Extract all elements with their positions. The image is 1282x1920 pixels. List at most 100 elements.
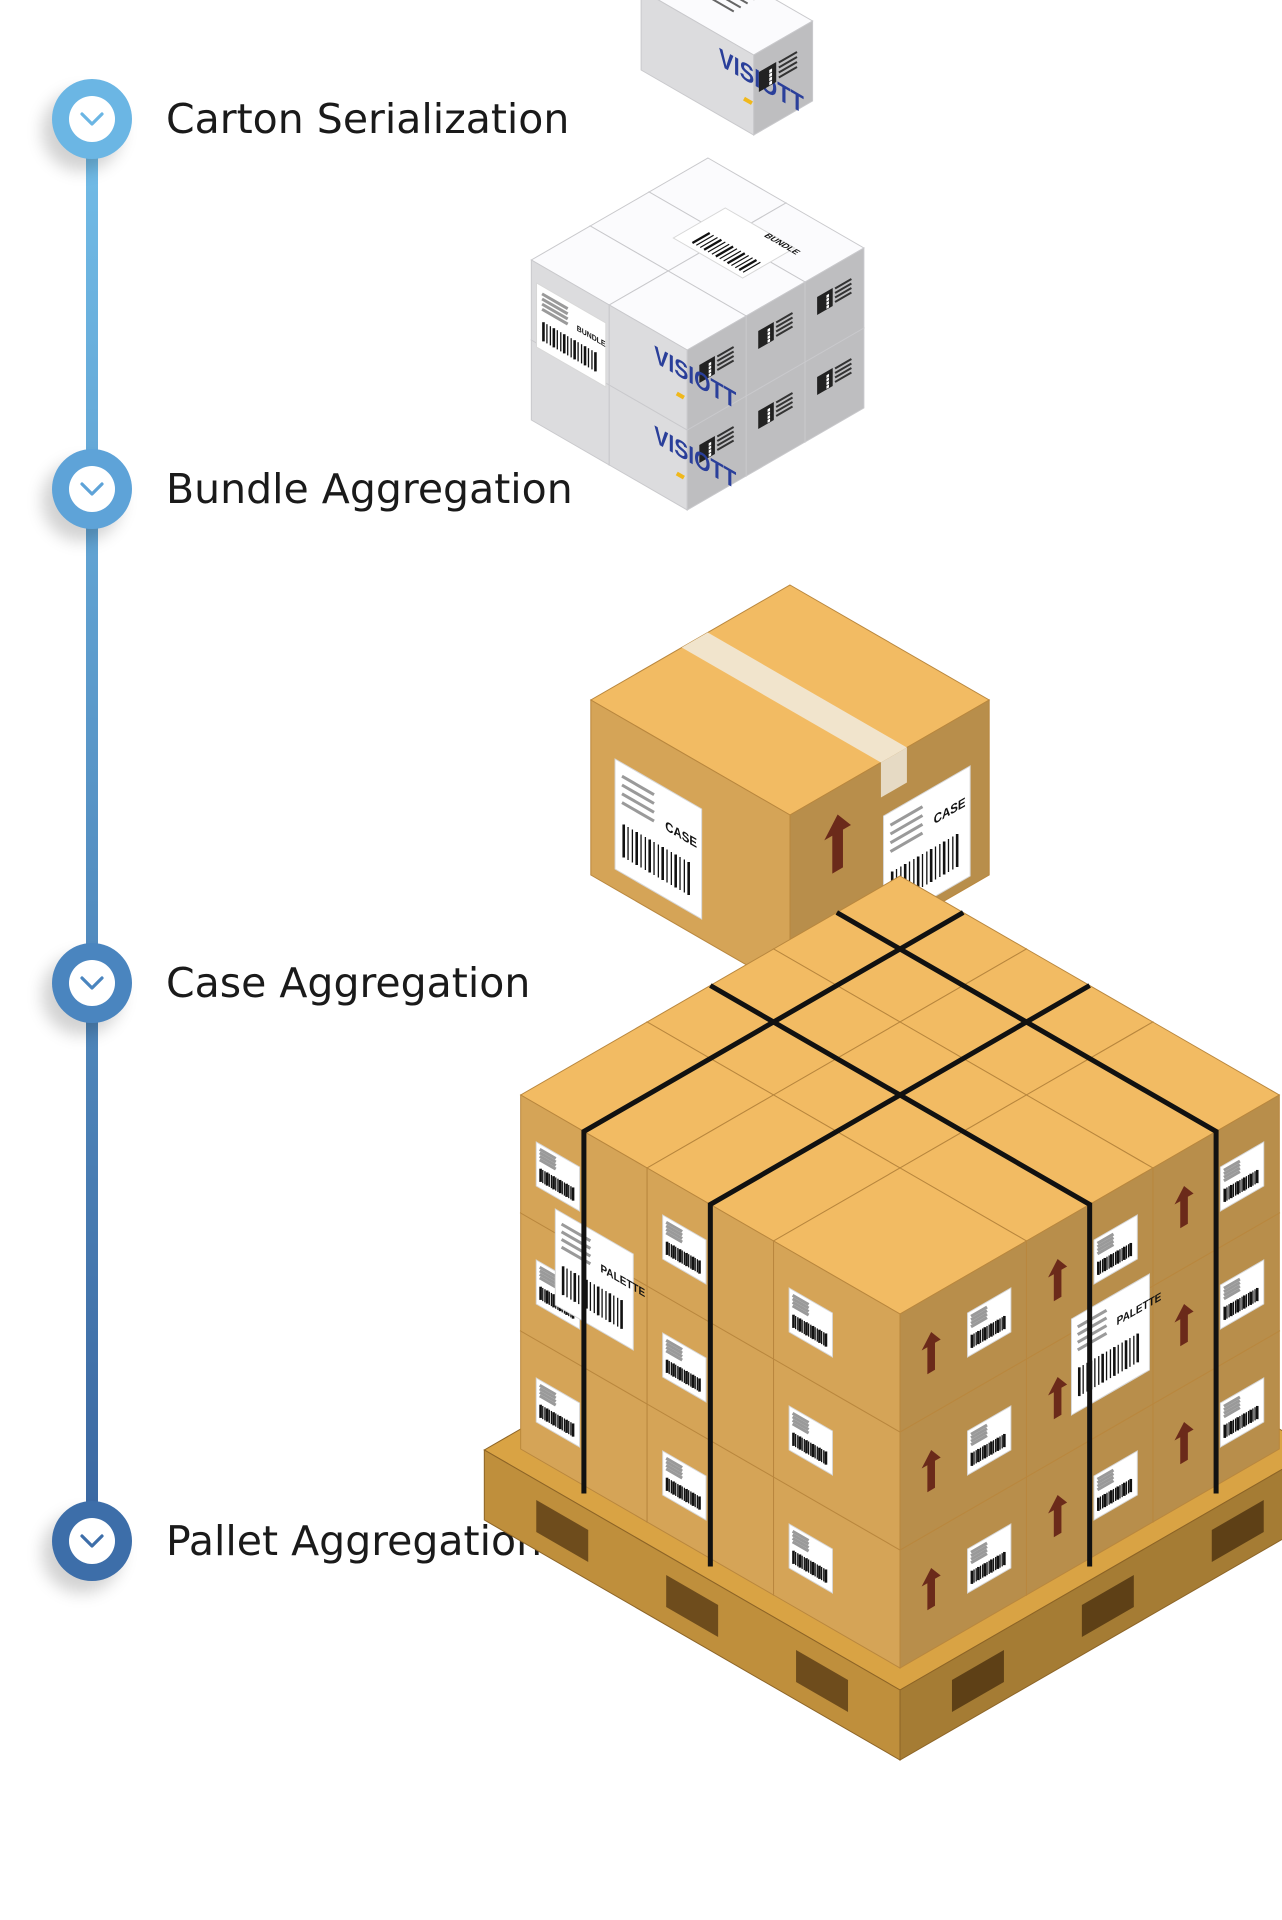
datamatrix-cell [767,414,771,420]
step-node[interactable] [52,943,132,1023]
pallet-gap [1081,1575,1134,1637]
label-text-line [791,1301,810,1313]
label-text-line [889,823,924,845]
label-text-line [538,1394,557,1407]
strap [707,983,1091,1567]
datamatrix-cell [826,384,829,389]
code-text-line [716,435,735,447]
barcode-bar [738,258,758,272]
code-text-line [716,426,735,438]
label-text-line [791,1529,810,1542]
case-mini-label [662,1332,707,1403]
chevron-down-icon [80,112,104,126]
label-text-line [791,1537,810,1549]
code-text-line [834,358,852,370]
label-text-line [665,1464,683,1476]
label-text-line [538,1273,557,1285]
step-node[interactable] [52,1501,132,1581]
pallet-gap [666,1575,719,1637]
datamatrix-cell [767,418,771,423]
datamatrix-cell [708,361,712,367]
barcode-bar [699,236,718,249]
label-text-line [538,1265,557,1278]
bundle-datamatrix [758,312,794,349]
label-text-line [791,1533,810,1546]
brand-accent [675,391,685,400]
barcode-bar [726,252,746,265]
step-pallet-aggregation[interactable]: Pallet Aggregation [52,1499,572,1583]
label-text-line [665,1224,683,1237]
label-text-line [538,1158,557,1171]
step-bundle-aggregation[interactable]: Bundle Aggregation [52,447,573,531]
step-node[interactable] [52,79,132,159]
label-text-line [538,1155,557,1167]
label-text-line [1096,1479,1115,1492]
label-text-line [1096,1243,1115,1256]
barcode-bar [711,243,730,255]
up-arrow-icon [1048,1259,1068,1302]
datamatrix-cell [767,334,771,340]
code-text-line [834,362,852,374]
code-text-line [716,346,735,358]
case-mini-label [1093,1214,1138,1285]
label-text-line [1223,1395,1241,1408]
barcode-bar [715,245,734,258]
label-text-line [970,1434,988,1447]
barcode-bar [703,238,723,251]
datamatrix-cell [708,445,712,450]
label-text-line [791,1422,810,1435]
label-text-line [970,1545,988,1558]
chevron-down-icon [80,1534,104,1548]
label-text-line [538,1147,557,1160]
bundle-datamatrix [699,426,735,463]
datamatrix-cell [826,293,829,299]
case-mini-label [535,1141,581,1212]
label-text-line [1223,1406,1241,1419]
label-text-line [665,1220,683,1233]
label-text-line [1223,1159,1241,1172]
label-text-line [1096,1239,1115,1252]
strap [581,910,965,1494]
up-arrow-icon [921,1568,941,1611]
step-case-aggregation[interactable]: Case Aggregation [52,941,572,1025]
step-carton-serialization[interactable]: Carton Serialization [52,77,572,161]
label-text-line [970,1541,988,1554]
case-mini-label [1219,1259,1265,1330]
datamatrix-cell [708,448,712,454]
label-text-line [1096,1236,1115,1249]
code-text-line [716,355,735,367]
label-text-line [1223,1399,1241,1412]
bundle-datamatrix [758,392,794,429]
datamatrix-cell [708,452,712,457]
bundle-datamatrix [817,278,852,315]
step-label: Case Aggregation [166,959,531,1007]
code-text-line [775,325,794,337]
tape-side [880,747,907,798]
code-text-line [775,312,794,324]
datamatrix-cell [767,331,771,336]
box-right [899,1240,1027,1433]
bundle-carton [608,270,748,431]
strapping-bands [581,910,1219,1567]
step-label: Bundle Aggregation [166,465,573,513]
label-text-line [665,1349,683,1362]
code-text-line [778,51,798,64]
pallet-gap [796,1650,849,1712]
step-label: Pallet Aggregation [166,1517,543,1565]
step-node[interactable] [52,449,132,529]
label-text-line [1223,1163,1241,1176]
bundle-label-top: BUNDLE [672,207,803,279]
code-text-line [834,287,852,299]
carton-top-text [711,0,735,13]
label-text-line [791,1540,810,1553]
brand-accent [675,471,685,480]
bundle-datamatrix [817,358,852,395]
code-text-line [778,56,798,69]
label-text-line [665,1231,683,1244]
label-text-line [665,1228,683,1240]
case-mini-label [1093,1450,1138,1521]
up-arrow-icon [1174,1422,1194,1465]
